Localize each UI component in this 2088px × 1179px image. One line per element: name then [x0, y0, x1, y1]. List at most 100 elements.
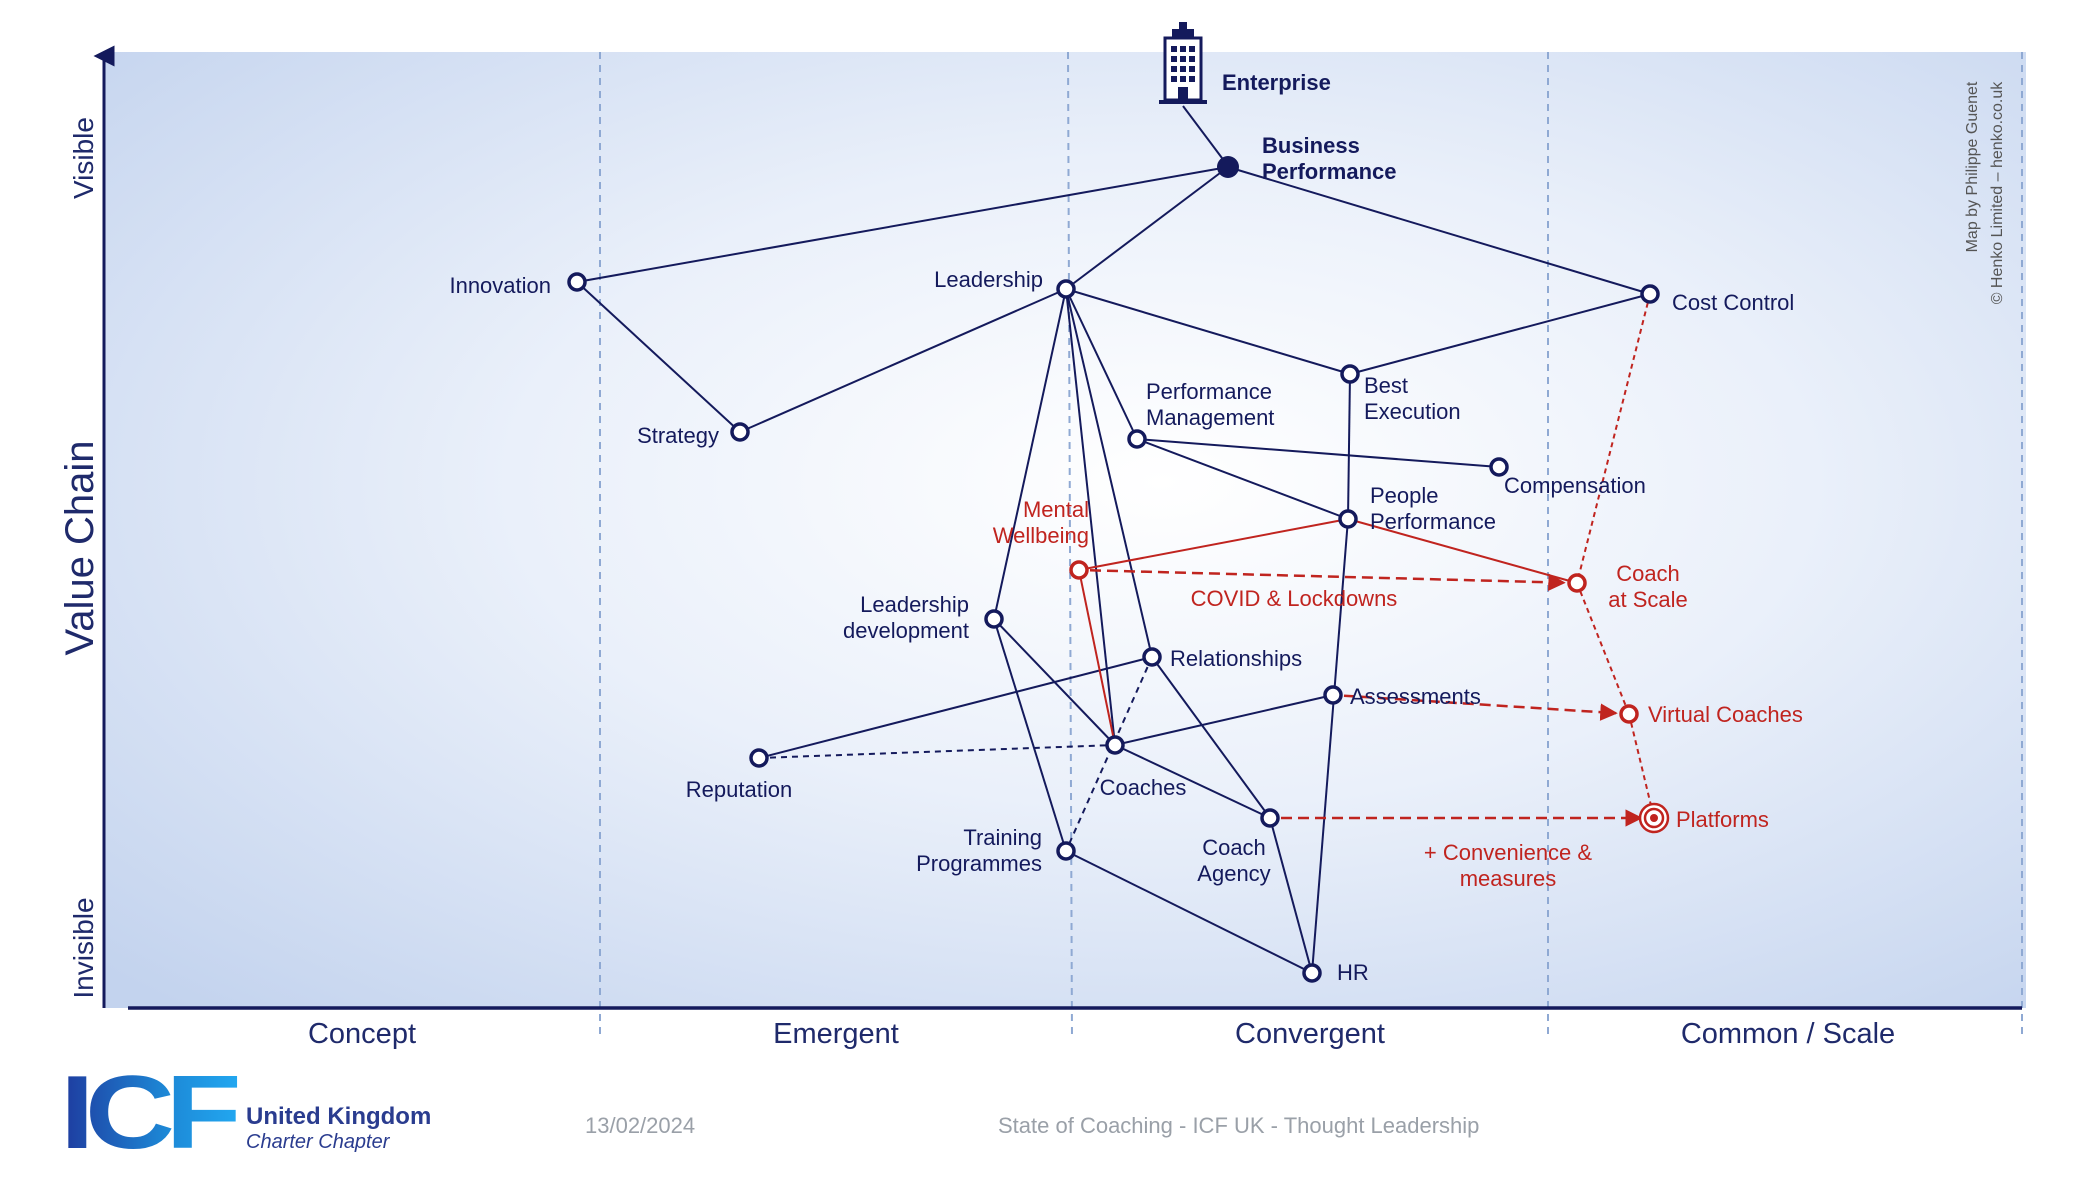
component-label-line: Best: [1364, 373, 1408, 398]
movement-label-line: measures: [1460, 866, 1557, 891]
dependency-links: [576, 166, 1655, 974]
link-leadership-to-performance-management: [1065, 288, 1138, 440]
credit-line-2: © Henko Limited – henko.co.uk: [1989, 81, 2006, 305]
component-label-line: Performance: [1146, 379, 1272, 404]
component-label-line: Wellbeing: [993, 523, 1089, 548]
component-label-line: Agency: [1197, 861, 1270, 886]
component-label-cost-control: Cost Control: [1672, 290, 1794, 315]
component-label-line: Business: [1262, 133, 1360, 158]
component-marker: [1217, 156, 1239, 178]
component-label-line: Cost Control: [1672, 290, 1794, 315]
component-platforms[interactable]: Platforms: [1638, 802, 1769, 834]
component-marker: [1127, 429, 1147, 449]
link-best-execution-to-cost-control: [1349, 293, 1651, 375]
stage-label-concept: Concept: [308, 1018, 416, 1050]
link-relationships-to-reputation: [758, 656, 1153, 759]
footer-date: 13/02/2024: [585, 1113, 696, 1138]
component-marker: [1105, 735, 1125, 755]
component-hr[interactable]: HR: [1302, 960, 1369, 985]
component-label-line: Programmes: [916, 851, 1042, 876]
component-label-line: Assessments: [1350, 684, 1481, 709]
separator-emergent-convergent: [1067, 51, 1073, 1041]
component-marker: [567, 272, 587, 292]
link-reputation-to-coaches: [758, 744, 1116, 759]
link-coach-agency-to-hr: [1269, 817, 1313, 974]
stage-separators: [599, 51, 2023, 1041]
enterprise-label: Enterprise: [1222, 70, 1331, 95]
component-strategy[interactable]: Strategy: [637, 422, 750, 448]
component-leadership[interactable]: Leadership: [934, 267, 1076, 299]
stage-label-convergent: Convergent: [1235, 1018, 1385, 1050]
link-business-performance-to-leadership: [1065, 166, 1229, 290]
movement-label-mental-wellbeing: COVID & Lockdowns: [1191, 586, 1398, 611]
component-reputation[interactable]: Reputation: [686, 748, 792, 802]
component-marker: [1489, 457, 1509, 477]
movement-label-line: + Convenience &: [1424, 840, 1592, 865]
movement-label-line: COVID & Lockdowns: [1191, 586, 1398, 611]
org-line-1: United Kingdom: [246, 1103, 432, 1130]
link-performance-management-to-compensation: [1136, 438, 1500, 468]
org-name: United Kingdom Charter Chapter: [246, 1104, 431, 1154]
component-coaches[interactable]: Coaches: [1100, 735, 1187, 800]
component-compensation[interactable]: Compensation: [1489, 457, 1646, 498]
component-label-line: HR: [1337, 960, 1369, 985]
y-axis-visible-label: Visible: [68, 117, 99, 199]
component-marker: [1056, 841, 1076, 861]
link-people-performance-to-coach-at-scale: [1347, 518, 1578, 584]
component-label-reputation: Reputation: [686, 777, 792, 802]
component-assessments[interactable]: Assessments: [1323, 684, 1481, 709]
component-label-line: Strategy: [637, 423, 719, 448]
component-label-line: Performance: [1370, 509, 1496, 534]
component-label-line: Compensation: [1504, 473, 1646, 498]
component-marker: [1340, 364, 1360, 384]
link-leadership-development-to-training-programmes: [993, 618, 1067, 852]
enterprise-anchor: Enterprise: [1159, 22, 1331, 167]
component-label-line: Coach: [1202, 835, 1266, 860]
component-marker-dot: [1650, 814, 1658, 822]
component-label-line: People: [1370, 483, 1439, 508]
component-label-line: at Scale: [1608, 587, 1688, 612]
link-relationships-to-training-programmes: [1065, 656, 1153, 852]
component-innovation[interactable]: Innovation: [449, 272, 587, 298]
component-label-line: Coach: [1616, 561, 1680, 586]
link-people-performance-to-hr: [1311, 518, 1349, 974]
link-leadership-to-best-execution: [1065, 288, 1351, 375]
component-cost-control[interactable]: Cost Control: [1640, 284, 1794, 315]
component-label-line: Coaches: [1100, 775, 1187, 800]
component-label-line: Reputation: [686, 777, 792, 802]
component-relationships[interactable]: Relationships: [1142, 646, 1302, 671]
component-label-virtual-coaches: Virtual Coaches: [1648, 702, 1803, 727]
link-training-programmes-to-hr: [1065, 850, 1313, 974]
movement-assessments-to-virtual-coaches: [1343, 694, 1618, 721]
component-marker: [1142, 647, 1162, 667]
component-label-strategy: Strategy: [637, 423, 719, 448]
component-label-platforms: Platforms: [1676, 807, 1769, 832]
movement-mental-wellbeing-to-coach-at-scale: [1089, 569, 1566, 591]
component-label-relationships: Relationships: [1170, 646, 1302, 671]
stage-labels: Concept Emergent Convergent Common / Sca…: [308, 1018, 1895, 1050]
component-marker: [1323, 685, 1343, 705]
component-virtual-coaches[interactable]: Virtual Coaches: [1619, 702, 1803, 727]
component-label-line: Performance: [1262, 159, 1397, 184]
link-best-execution-to-people-performance: [1347, 373, 1351, 520]
link-people-performance-to-mental-wellbeing: [1078, 518, 1349, 571]
link-relationships-to-coach-agency: [1151, 656, 1271, 819]
component-marker: [1567, 573, 1587, 593]
